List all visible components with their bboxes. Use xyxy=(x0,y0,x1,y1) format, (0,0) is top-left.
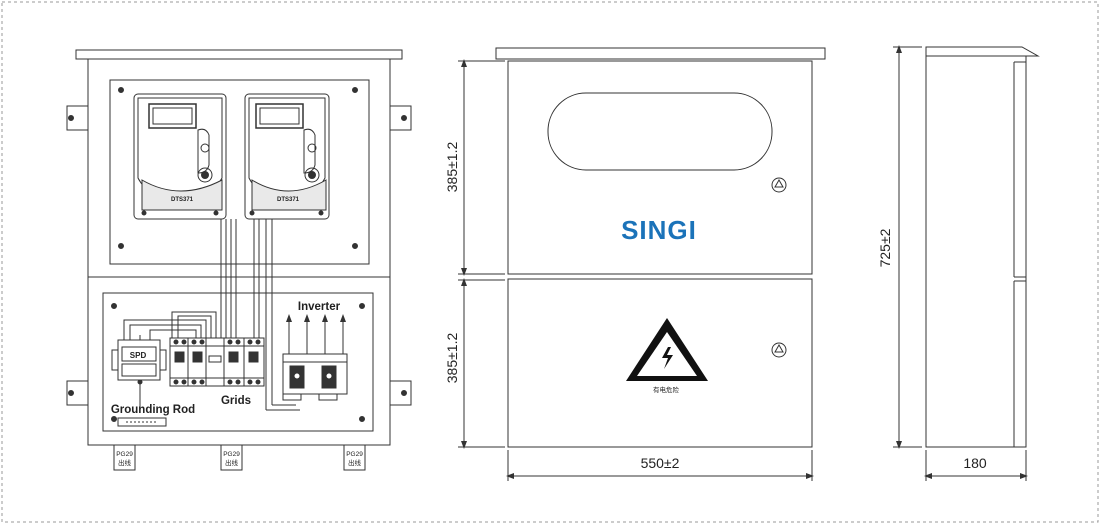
svg-text:PG29: PG29 xyxy=(116,451,133,458)
door-dimension-lines xyxy=(458,59,814,481)
grounding-rod-label: Grounding Rod xyxy=(111,404,195,416)
breakers xyxy=(169,337,265,387)
dimension-upper-height: 385±1.2 xyxy=(444,142,460,193)
front-roof xyxy=(75,49,403,60)
hanging-lug-right-bottom xyxy=(389,380,412,406)
inverter-terminals xyxy=(282,314,348,401)
side-roof xyxy=(925,46,1040,57)
spd-label: SPD xyxy=(130,351,147,360)
dimension-total-height: 725±2 xyxy=(877,228,893,267)
front-view xyxy=(66,49,412,471)
spd-module xyxy=(111,335,167,410)
svg-text:PG29: PG29 xyxy=(346,451,363,458)
lock-icon-upper xyxy=(771,177,787,193)
svg-text:出线: 出线 xyxy=(225,458,239,467)
meter-right-label: DTS371 xyxy=(277,197,300,203)
warning-caption: 有电危险 xyxy=(653,385,680,394)
inverter-label: Inverter xyxy=(298,301,341,313)
dimension-lower-height: 385±1.2 xyxy=(444,333,460,384)
hanging-lug-left-bottom xyxy=(66,380,89,406)
lock-icon-lower xyxy=(771,342,787,358)
meter-viewing-window xyxy=(547,92,773,171)
high-voltage-warning-icon xyxy=(626,318,708,381)
energy-meter-left xyxy=(133,93,227,220)
energy-meter-right xyxy=(244,93,330,220)
wiring xyxy=(123,219,300,411)
svg-text:PG29: PG29 xyxy=(223,451,240,458)
side-view xyxy=(893,45,1040,481)
hanging-lug-left-top xyxy=(66,105,89,131)
cable-gland-3: PG29 出线 xyxy=(346,451,363,467)
grounding-rod-bar xyxy=(117,417,167,427)
grids-label: Grids xyxy=(221,395,251,407)
hanging-lug-right-top xyxy=(389,105,412,131)
svg-text:出线: 出线 xyxy=(118,458,132,467)
meter-left-label: DTS371 xyxy=(171,197,194,203)
door-roof xyxy=(495,47,826,60)
dimension-depth: 180 xyxy=(963,455,987,471)
cable-gland-2: PG29 出线 xyxy=(223,451,240,467)
brand-logo: SINGI xyxy=(621,215,697,245)
svg-text:出线: 出线 xyxy=(348,458,362,467)
cable-gland-1: PG29 出线 xyxy=(116,451,133,467)
dimension-width: 550±2 xyxy=(641,455,680,471)
side-body xyxy=(925,55,1027,448)
